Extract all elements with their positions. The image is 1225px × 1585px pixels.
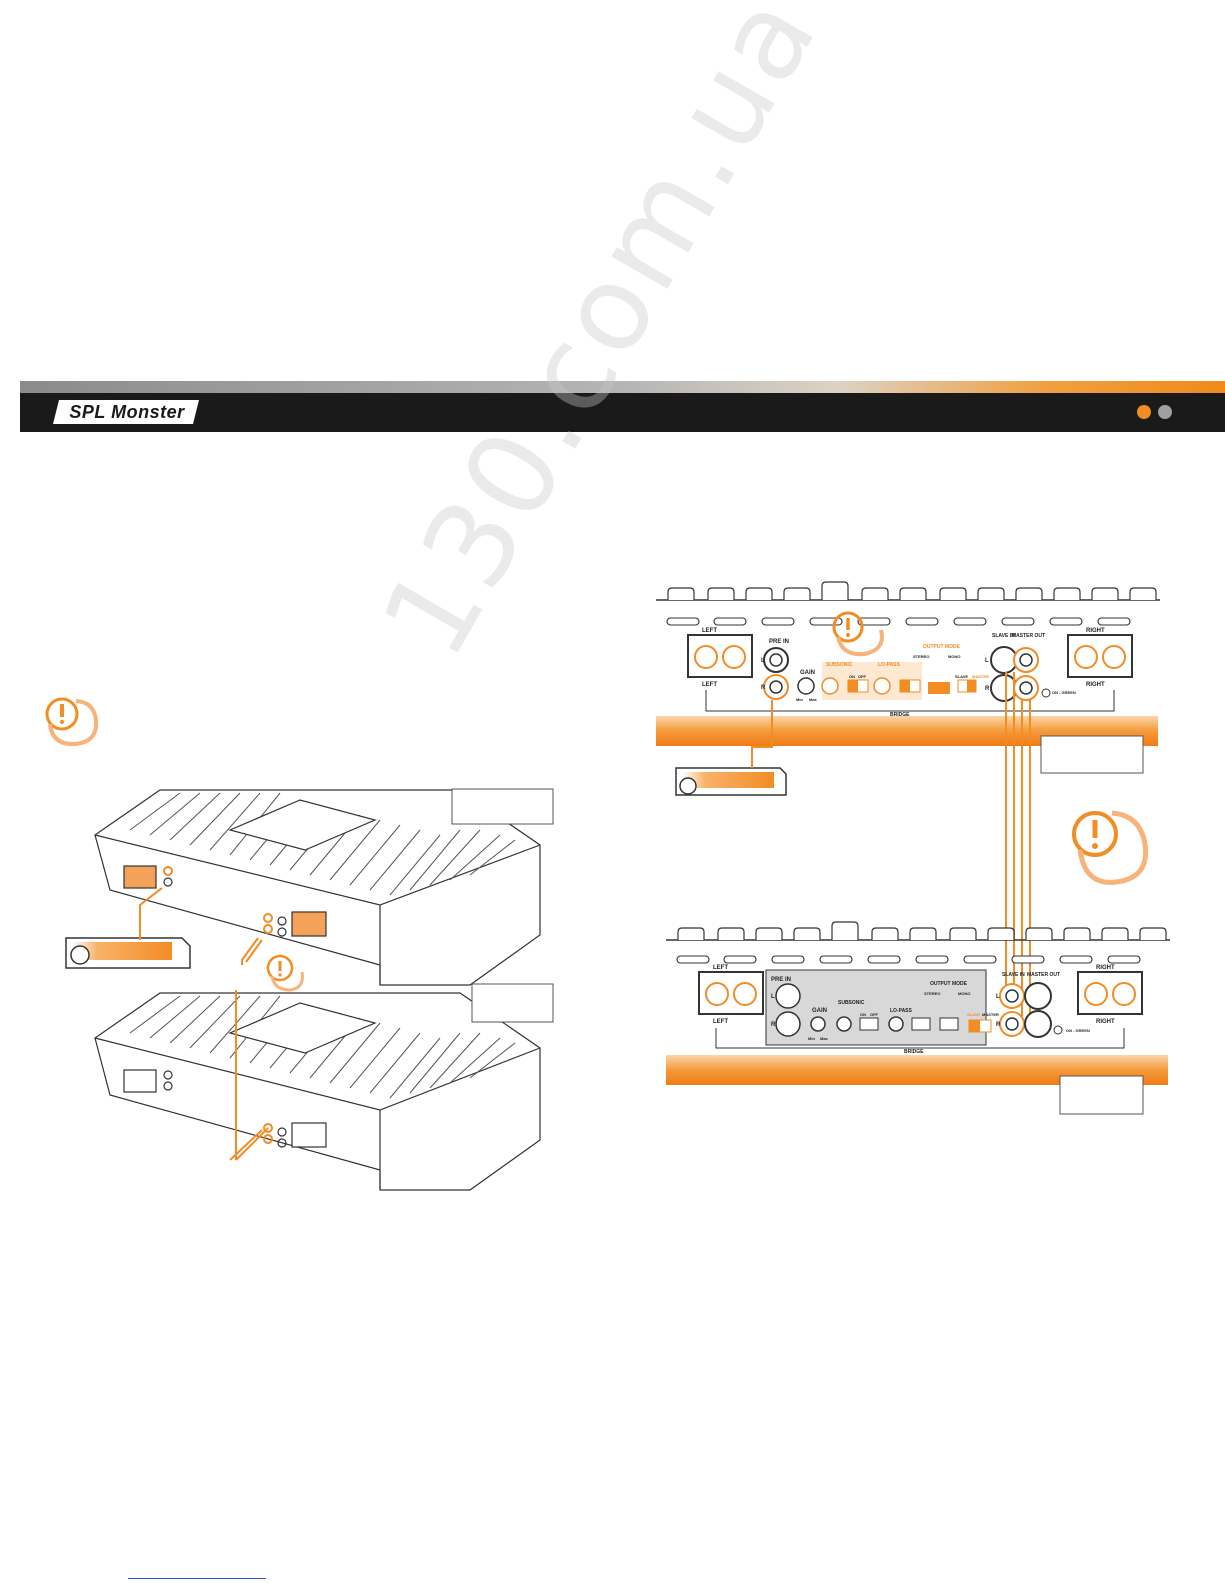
svg-text:L: L: [761, 658, 765, 664]
svg-text:OFF: OFF: [858, 674, 867, 679]
svg-text:ON: ON: [849, 674, 855, 679]
svg-text:ON - GREEN: ON - GREEN: [1066, 1028, 1090, 1033]
panel-bottom-slave: [666, 921, 1170, 1085]
header-dark-bar: [20, 393, 1225, 432]
svg-text:STEREO: STEREO: [913, 654, 929, 659]
svg-text:Max: Max: [820, 1036, 829, 1041]
svg-text:Min: Min: [808, 1036, 815, 1041]
svg-text:SLAVE: SLAVE: [967, 1012, 980, 1017]
page-indicator-inactive-dot[interactable]: [1158, 405, 1172, 419]
svg-text:RIGHT: RIGHT: [1096, 965, 1115, 971]
svg-text:OUTPUT MODE: OUTPUT MODE: [930, 981, 968, 987]
svg-text:LEFT: LEFT: [702, 628, 717, 634]
svg-text:Max: Max: [809, 697, 818, 702]
svg-text:OUTPUT MODE: OUTPUT MODE: [923, 644, 961, 650]
svg-text:BRIDGE: BRIDGE: [904, 1049, 924, 1055]
svg-text:SLAVE IN: SLAVE IN: [1002, 972, 1025, 978]
label-box-amp-1: [451, 788, 554, 825]
svg-text:R: R: [771, 1022, 776, 1028]
svg-text:R: R: [761, 685, 766, 691]
label-box-slave: [1059, 1075, 1144, 1115]
svg-text:ON - GREEN: ON - GREEN: [1052, 690, 1076, 695]
svg-text:SLAVE: SLAVE: [955, 674, 968, 679]
svg-text:Min: Min: [796, 697, 803, 702]
panel-top-master: [656, 581, 1160, 746]
svg-text:R: R: [996, 1022, 1001, 1028]
svg-text:MASTER OUT: MASTER OUT: [1027, 972, 1060, 978]
svg-text:GAIN: GAIN: [800, 670, 815, 676]
svg-text:MASTER: MASTER: [972, 674, 989, 679]
svg-text:RIGHT: RIGHT: [1086, 628, 1105, 634]
page-indicator-active-dot[interactable]: [1137, 405, 1151, 419]
head-unit-right-cable: [751, 700, 773, 768]
svg-text:MASTER: MASTER: [982, 1012, 999, 1017]
panel-bottom-labels: LEFT LEFT RIGHT RIGHT PRE IN L R GAIN Mi…: [713, 965, 1115, 1055]
svg-text:LEFT: LEFT: [702, 682, 717, 688]
svg-text:OFF: OFF: [870, 1012, 879, 1017]
header-gradient-bar: [20, 381, 1225, 393]
svg-text:R: R: [985, 686, 990, 692]
svg-text:L: L: [985, 658, 989, 664]
svg-text:LO-PASS: LO-PASS: [878, 662, 901, 668]
svg-text:MONO: MONO: [958, 991, 970, 996]
svg-text:ON: ON: [860, 1012, 866, 1017]
warning-icon-panel: [832, 611, 884, 657]
svg-text:GAIN: GAIN: [812, 1008, 827, 1014]
amplifier-bottom-illustration: [94, 992, 541, 1191]
svg-text:SLAVE IN: SLAVE IN: [992, 633, 1015, 639]
label-box-master: [1040, 735, 1144, 774]
svg-text:PRE IN: PRE IN: [769, 639, 789, 645]
warning-icon-large: [1072, 810, 1149, 885]
svg-text:LO-PASS: LO-PASS: [890, 1008, 913, 1014]
svg-text:BRIDGE: BRIDGE: [890, 712, 910, 718]
svg-text:L: L: [771, 994, 775, 1000]
svg-text:RIGHT: RIGHT: [1086, 682, 1105, 688]
svg-text:LEFT: LEFT: [713, 965, 728, 971]
svg-text:MONO: MONO: [948, 654, 960, 659]
svg-text:SUBSONIC: SUBSONIC: [838, 1000, 865, 1006]
panel-top-labels: LEFT LEFT RIGHT RIGHT PRE IN L R GAIN Mi…: [702, 628, 1105, 718]
label-box-amp-2: [471, 983, 554, 1023]
head-unit-left: [65, 937, 191, 969]
page-header: SPL Monster: [20, 381, 1225, 432]
warning-icon: [45, 697, 99, 747]
footer-link-underline[interactable]: [128, 1578, 266, 1579]
svg-text:L: L: [996, 994, 1000, 1000]
svg-text:PRE IN: PRE IN: [771, 977, 791, 983]
brand-logo-text: SPL Monster: [69, 402, 185, 422]
svg-text:LEFT: LEFT: [713, 1019, 728, 1025]
svg-text:RIGHT: RIGHT: [1096, 1019, 1115, 1025]
svg-text:SUBSONIC: SUBSONIC: [826, 662, 853, 668]
warning-icon-small: [266, 954, 304, 992]
amplifier-top-illustration: [94, 789, 541, 986]
left-rca-cables: [139, 887, 269, 1161]
brand-logo: SPL Monster: [53, 398, 201, 426]
head-unit-right: [675, 767, 787, 796]
svg-text:STEREO: STEREO: [924, 991, 940, 996]
svg-text:MASTER OUT: MASTER OUT: [1012, 633, 1045, 639]
